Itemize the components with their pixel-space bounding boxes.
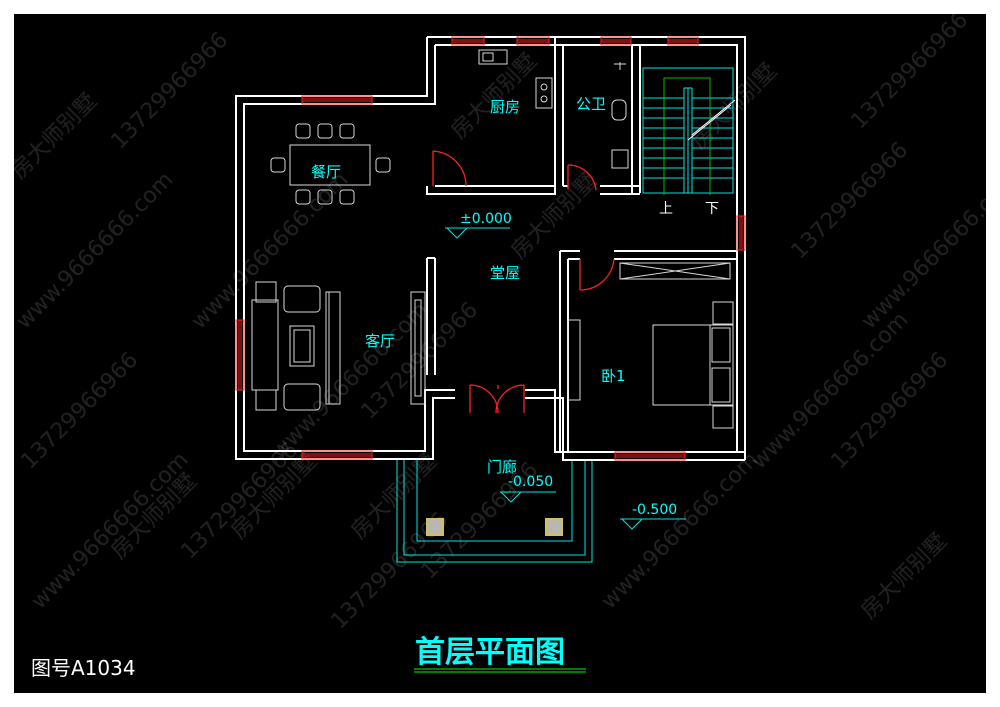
level-ground: -0.500 — [632, 502, 677, 518]
stair-up-label: 上 — [659, 201, 673, 217]
room-label-toilet: 公卫 — [576, 95, 606, 113]
watermark-phone: 13729966966 — [847, 14, 974, 134]
drawing-title: 首层平面图 — [415, 635, 565, 670]
watermark-site: www.9666666.com — [747, 307, 914, 474]
room-label-living: 客厅 — [365, 332, 395, 350]
watermark-site: www.9666666.com — [597, 447, 764, 614]
level-markers: ±0.000 -0.050 -0.500 — [445, 211, 686, 530]
staircase — [642, 67, 736, 195]
porch-column-left — [426, 518, 444, 536]
watermark-phone: 13729966966 — [787, 138, 914, 265]
level-porch: -0.050 — [508, 474, 553, 490]
room-label-porch: 门廊 — [487, 458, 517, 476]
window-stair-side — [736, 215, 746, 251]
window-bedroom-front — [614, 451, 686, 461]
room-label-bedroom: 卧1 — [601, 367, 626, 385]
dining-set — [270, 123, 391, 205]
porch-column-right — [545, 518, 563, 536]
watermark-brand: 房大师别墅 — [447, 49, 542, 144]
room-label-hall: 堂屋 — [490, 264, 520, 282]
kitchen-fixtures — [478, 49, 553, 109]
watermark-site: www.9666666.com — [187, 167, 354, 334]
door-toilet — [567, 164, 597, 191]
floor-plan-svg: 房大师别墅 13729966966 www.9666666.com 137299… — [14, 14, 986, 680]
windows — [235, 36, 746, 461]
doors — [432, 150, 615, 414]
window-dining — [301, 95, 373, 105]
door-main-right — [495, 384, 525, 414]
window-stair — [667, 36, 699, 46]
watermark-brand: 房大师别墅 — [14, 89, 102, 184]
level-main: ±0.000 — [460, 211, 512, 227]
door-kitchen — [432, 150, 467, 187]
room-label-dining: 餐厅 — [311, 163, 341, 181]
bedroom-set — [567, 262, 734, 429]
door-main-left — [469, 384, 499, 414]
watermark-site: www.9666666.com — [27, 447, 194, 614]
watermark-phone: 13729966966 — [107, 28, 234, 155]
room-label-kitchen: 厨房 — [490, 98, 520, 116]
door-bedroom — [579, 258, 615, 291]
window-kitchen-2 — [516, 36, 550, 46]
living-set — [251, 281, 426, 411]
window-living-side — [235, 319, 245, 391]
watermark-brand: 房大师别墅 — [857, 529, 952, 624]
window-living-front — [301, 450, 373, 460]
stair-arrow-path — [663, 77, 711, 195]
porch-outline — [396, 459, 593, 563]
watermark-site: www.9666666.com — [14, 167, 178, 334]
window-kitchen-1 — [451, 36, 485, 46]
watermark-phone: 13729966966 — [17, 348, 144, 475]
toilet-fixtures — [611, 62, 629, 169]
stair-down-label: 下 — [705, 201, 719, 217]
window-toilet — [600, 36, 632, 46]
drawing-code: 图号A1034 — [31, 656, 136, 680]
watermark-brand: 房大师别墅 — [687, 59, 782, 154]
room-labels: 厨房 公卫 餐厅 堂屋 客厅 卧1 门廊 — [311, 95, 626, 476]
cad-canvas: 房大师别墅 13729966966 www.9666666.com 137299… — [14, 14, 986, 693]
